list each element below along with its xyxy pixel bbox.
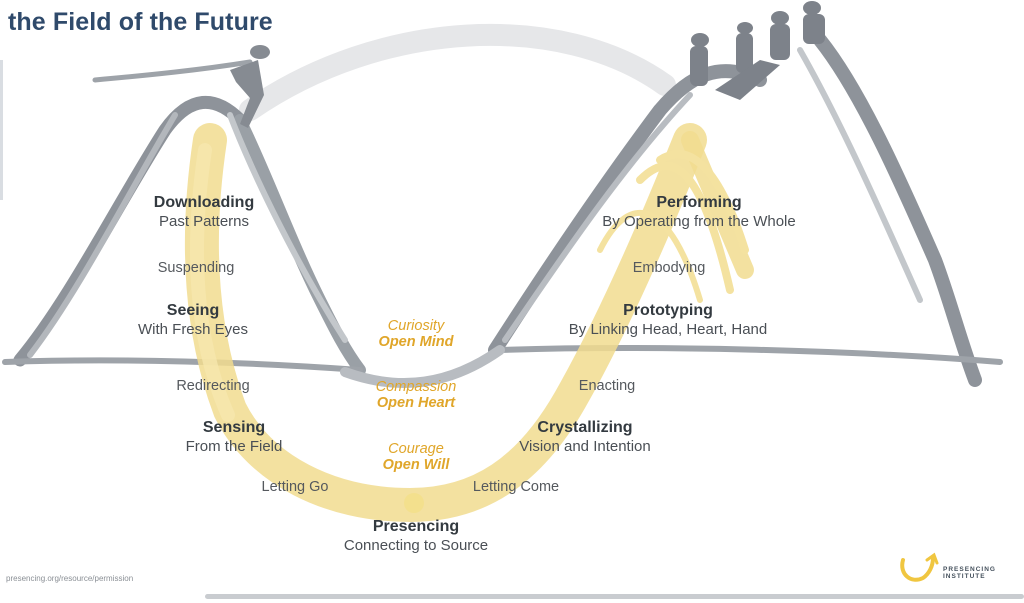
stage-title: Prototyping <box>623 302 713 319</box>
stage-presencing: Presencing Connecting to Source <box>344 518 488 554</box>
transition-embodying: Embodying <box>632 260 706 276</box>
right-mountain <box>340 33 1003 389</box>
stage-subtitle: Past Patterns <box>158 213 250 230</box>
quality-curiosity: Curiosity Open Mind <box>379 318 454 350</box>
quality-open: Open Heart <box>376 395 456 411</box>
transition-enacting: Enacting <box>578 378 636 394</box>
presencing-point <box>404 493 424 513</box>
transition-letting-go: Letting Go <box>261 479 329 495</box>
stage-crystallizing: Crystallizing Vision and Intention <box>519 419 651 455</box>
left-mountain <box>2 59 366 376</box>
stage-title: Crystallizing <box>537 419 633 436</box>
logo-line-1: PRESENCING <box>943 566 996 573</box>
logo-swoosh-icon <box>900 552 939 582</box>
stage-prototyping: Prototyping By Linking Head, Heart, Hand <box>569 302 767 338</box>
stage-title: Presencing <box>372 518 460 535</box>
presencing-institute-logo: PRESENCING INSTITUTE <box>897 552 1007 586</box>
stage-seeing: Seeing With Fresh Eyes <box>138 302 248 338</box>
stage-title: Downloading <box>153 194 255 211</box>
stage-title: Performing <box>656 194 742 211</box>
quality-voice: Curiosity <box>387 318 445 334</box>
quality-open: Open Will <box>382 457 450 473</box>
quality-courage: Courage Open Will <box>383 441 450 473</box>
stage-subtitle: Vision and Intention <box>519 438 651 455</box>
quality-voice: Courage <box>388 441 444 457</box>
stage-subtitle: From the Field <box>185 438 283 455</box>
stage-subtitle: Connecting to Source <box>343 537 489 554</box>
stage-subtitle: By Linking Head, Heart, Hand <box>568 321 768 338</box>
summit-arc <box>239 23 676 121</box>
summit-group <box>690 1 825 100</box>
transition-redirecting: Redirecting <box>176 378 250 394</box>
stage-downloading: Downloading Past Patterns <box>154 194 254 230</box>
stage-sensing: Sensing From the Field <box>186 419 283 455</box>
logo-text: PRESENCING INSTITUTE <box>943 566 996 580</box>
quality-open: Open Mind <box>378 334 454 350</box>
stage-title: Seeing <box>166 302 220 319</box>
horizontal-scrollbar[interactable] <box>205 594 1024 599</box>
quality-compassion: Compassion Open Heart <box>376 379 457 411</box>
permission-footer: presencing.org/resource/permission <box>6 574 134 583</box>
stage-performing: Performing By Operating from the Whole <box>602 194 795 230</box>
stage-title: Sensing <box>202 419 266 436</box>
logo-line-2: INSTITUTE <box>943 573 986 580</box>
stage-subtitle: With Fresh Eyes <box>137 321 249 338</box>
stage-subtitle: By Operating from the Whole <box>602 213 796 230</box>
quality-voice: Compassion <box>375 379 457 395</box>
left-climber <box>230 45 270 128</box>
transition-letting-come: Letting Come <box>472 479 560 495</box>
page-title: the Field of the Future <box>8 8 273 36</box>
frame-edge <box>0 60 3 200</box>
transition-suspending: Suspending <box>157 260 235 276</box>
